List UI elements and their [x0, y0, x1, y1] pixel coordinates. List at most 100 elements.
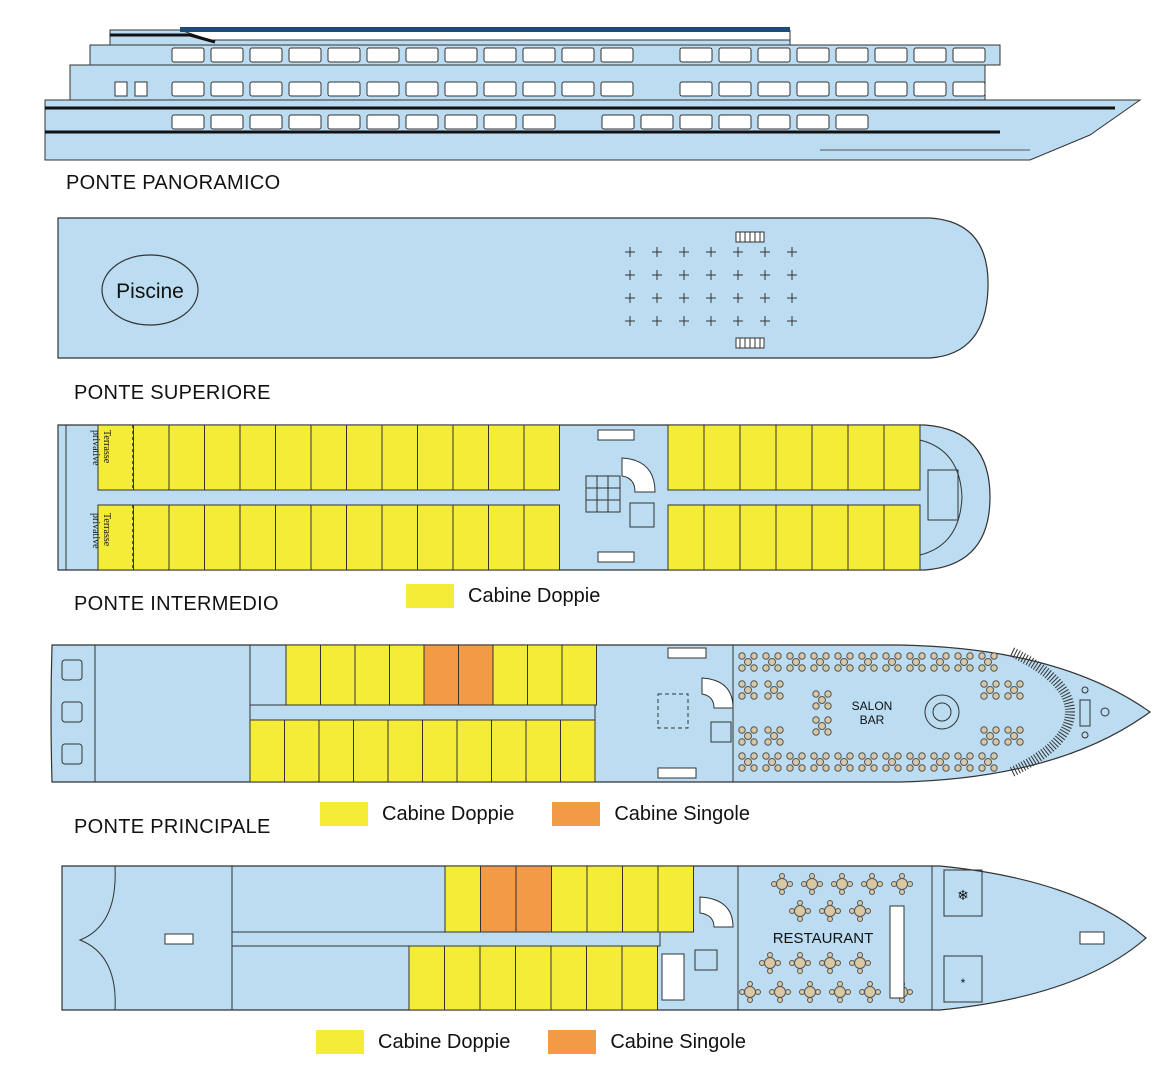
- double-cabin: [381, 424, 418, 491]
- window: [679, 114, 713, 130]
- double-cabin: [310, 424, 347, 491]
- double-cabin: [883, 504, 921, 571]
- legend-item-double: Cabine Doppie: [320, 802, 514, 826]
- double-cabin: [560, 719, 596, 783]
- double-cabin: [883, 424, 921, 491]
- restaurant-table: [789, 900, 811, 922]
- double-cabin: [387, 719, 423, 783]
- double-cabin: [320, 644, 356, 706]
- double-cabin: [381, 504, 418, 571]
- single-cabin: [515, 865, 552, 933]
- double-cabin: [586, 865, 623, 933]
- window: [913, 47, 947, 63]
- salon-table: [834, 752, 854, 772]
- window: [405, 114, 439, 130]
- window: [288, 114, 322, 130]
- double-cabin: [417, 504, 454, 571]
- single-cabin-swatch: [552, 802, 601, 826]
- double-cabin: [775, 424, 813, 491]
- legend-double-label: Cabine Doppie: [378, 1030, 511, 1053]
- restaurant-table: [799, 981, 821, 1003]
- window: [483, 114, 517, 130]
- salon-table: [738, 726, 758, 746]
- window: [171, 47, 205, 63]
- double-cabin-swatch: [320, 802, 368, 826]
- salon-table: [762, 652, 782, 672]
- window: [640, 114, 674, 130]
- stairs-icon: [1079, 931, 1105, 945]
- window: [405, 81, 439, 97]
- salon-table: [954, 652, 974, 672]
- window: [796, 81, 830, 97]
- restaurant-table: [861, 873, 883, 895]
- double-cabin-swatch: [316, 1030, 364, 1054]
- window: [405, 47, 439, 63]
- window: [444, 81, 478, 97]
- deck-label-intermedio: PONTE INTERMEDIO: [74, 593, 279, 615]
- legend-double-label: Cabine Doppie: [468, 584, 601, 607]
- salon-table: [810, 652, 830, 672]
- restaurant-table: [849, 900, 871, 922]
- window: [327, 114, 361, 130]
- window: [600, 47, 634, 63]
- salon-table: [980, 680, 1000, 700]
- stairs-icon: [661, 953, 685, 1001]
- window: [522, 47, 556, 63]
- restaurant-table: [739, 981, 761, 1003]
- spiral-stair-icon: [699, 896, 734, 928]
- double-cabin: [275, 504, 312, 571]
- spiral-stair-icon: [621, 457, 656, 493]
- legend-item-single: Cabine Singole: [548, 1030, 746, 1054]
- ship-profile: [44, 27, 1142, 161]
- double-cabin: [657, 865, 694, 933]
- window: [249, 114, 283, 130]
- upper-cabins: [97, 424, 921, 571]
- double-cabin: [703, 424, 741, 491]
- salon-table: [738, 752, 758, 772]
- double-cabin: [204, 424, 241, 491]
- double-cabin: [408, 945, 445, 1011]
- window: [952, 81, 986, 97]
- window: [210, 81, 244, 97]
- legend-double-label: Cabine Doppie: [382, 802, 515, 825]
- window: [835, 47, 869, 63]
- stairs-icon: [164, 933, 194, 945]
- window: [114, 81, 128, 97]
- salon-table: [978, 652, 998, 672]
- window: [679, 47, 713, 63]
- double-cabin: [354, 644, 390, 706]
- restaurant-table: [769, 981, 791, 1003]
- double-cabin: [667, 504, 705, 571]
- salon-table: [882, 752, 902, 772]
- double-cabin: [444, 945, 481, 1011]
- window: [483, 81, 517, 97]
- double-cabin: [310, 504, 347, 571]
- legend-superiore: Cabine Doppie: [406, 584, 624, 608]
- window: [288, 47, 322, 63]
- salon-table: [738, 652, 758, 672]
- window: [522, 114, 556, 130]
- double-cabin: [239, 504, 276, 571]
- double-cabin: [444, 865, 481, 933]
- double-cabin: [275, 424, 312, 491]
- restaurant-tables: [739, 873, 913, 1003]
- window: [679, 81, 713, 97]
- legend-item-double: Cabine Doppie: [316, 1030, 510, 1054]
- salon-table: [764, 726, 784, 746]
- window: [249, 81, 283, 97]
- stairs-icon: [657, 767, 697, 779]
- restaurant-table: [819, 900, 841, 922]
- double-cabin: [523, 504, 560, 571]
- restaurant-table: [829, 981, 851, 1003]
- window: [483, 47, 517, 63]
- double-cabin: [97, 424, 134, 491]
- double-cabin: [353, 719, 389, 783]
- restaurant-table: [891, 873, 913, 895]
- double-cabin: [417, 424, 454, 491]
- window: [718, 47, 752, 63]
- double-cabin: [389, 644, 425, 706]
- elevator-icon: [585, 475, 621, 513]
- single-cabin: [480, 865, 517, 933]
- salon-table: [810, 752, 830, 772]
- main-cabins: [232, 865, 694, 1011]
